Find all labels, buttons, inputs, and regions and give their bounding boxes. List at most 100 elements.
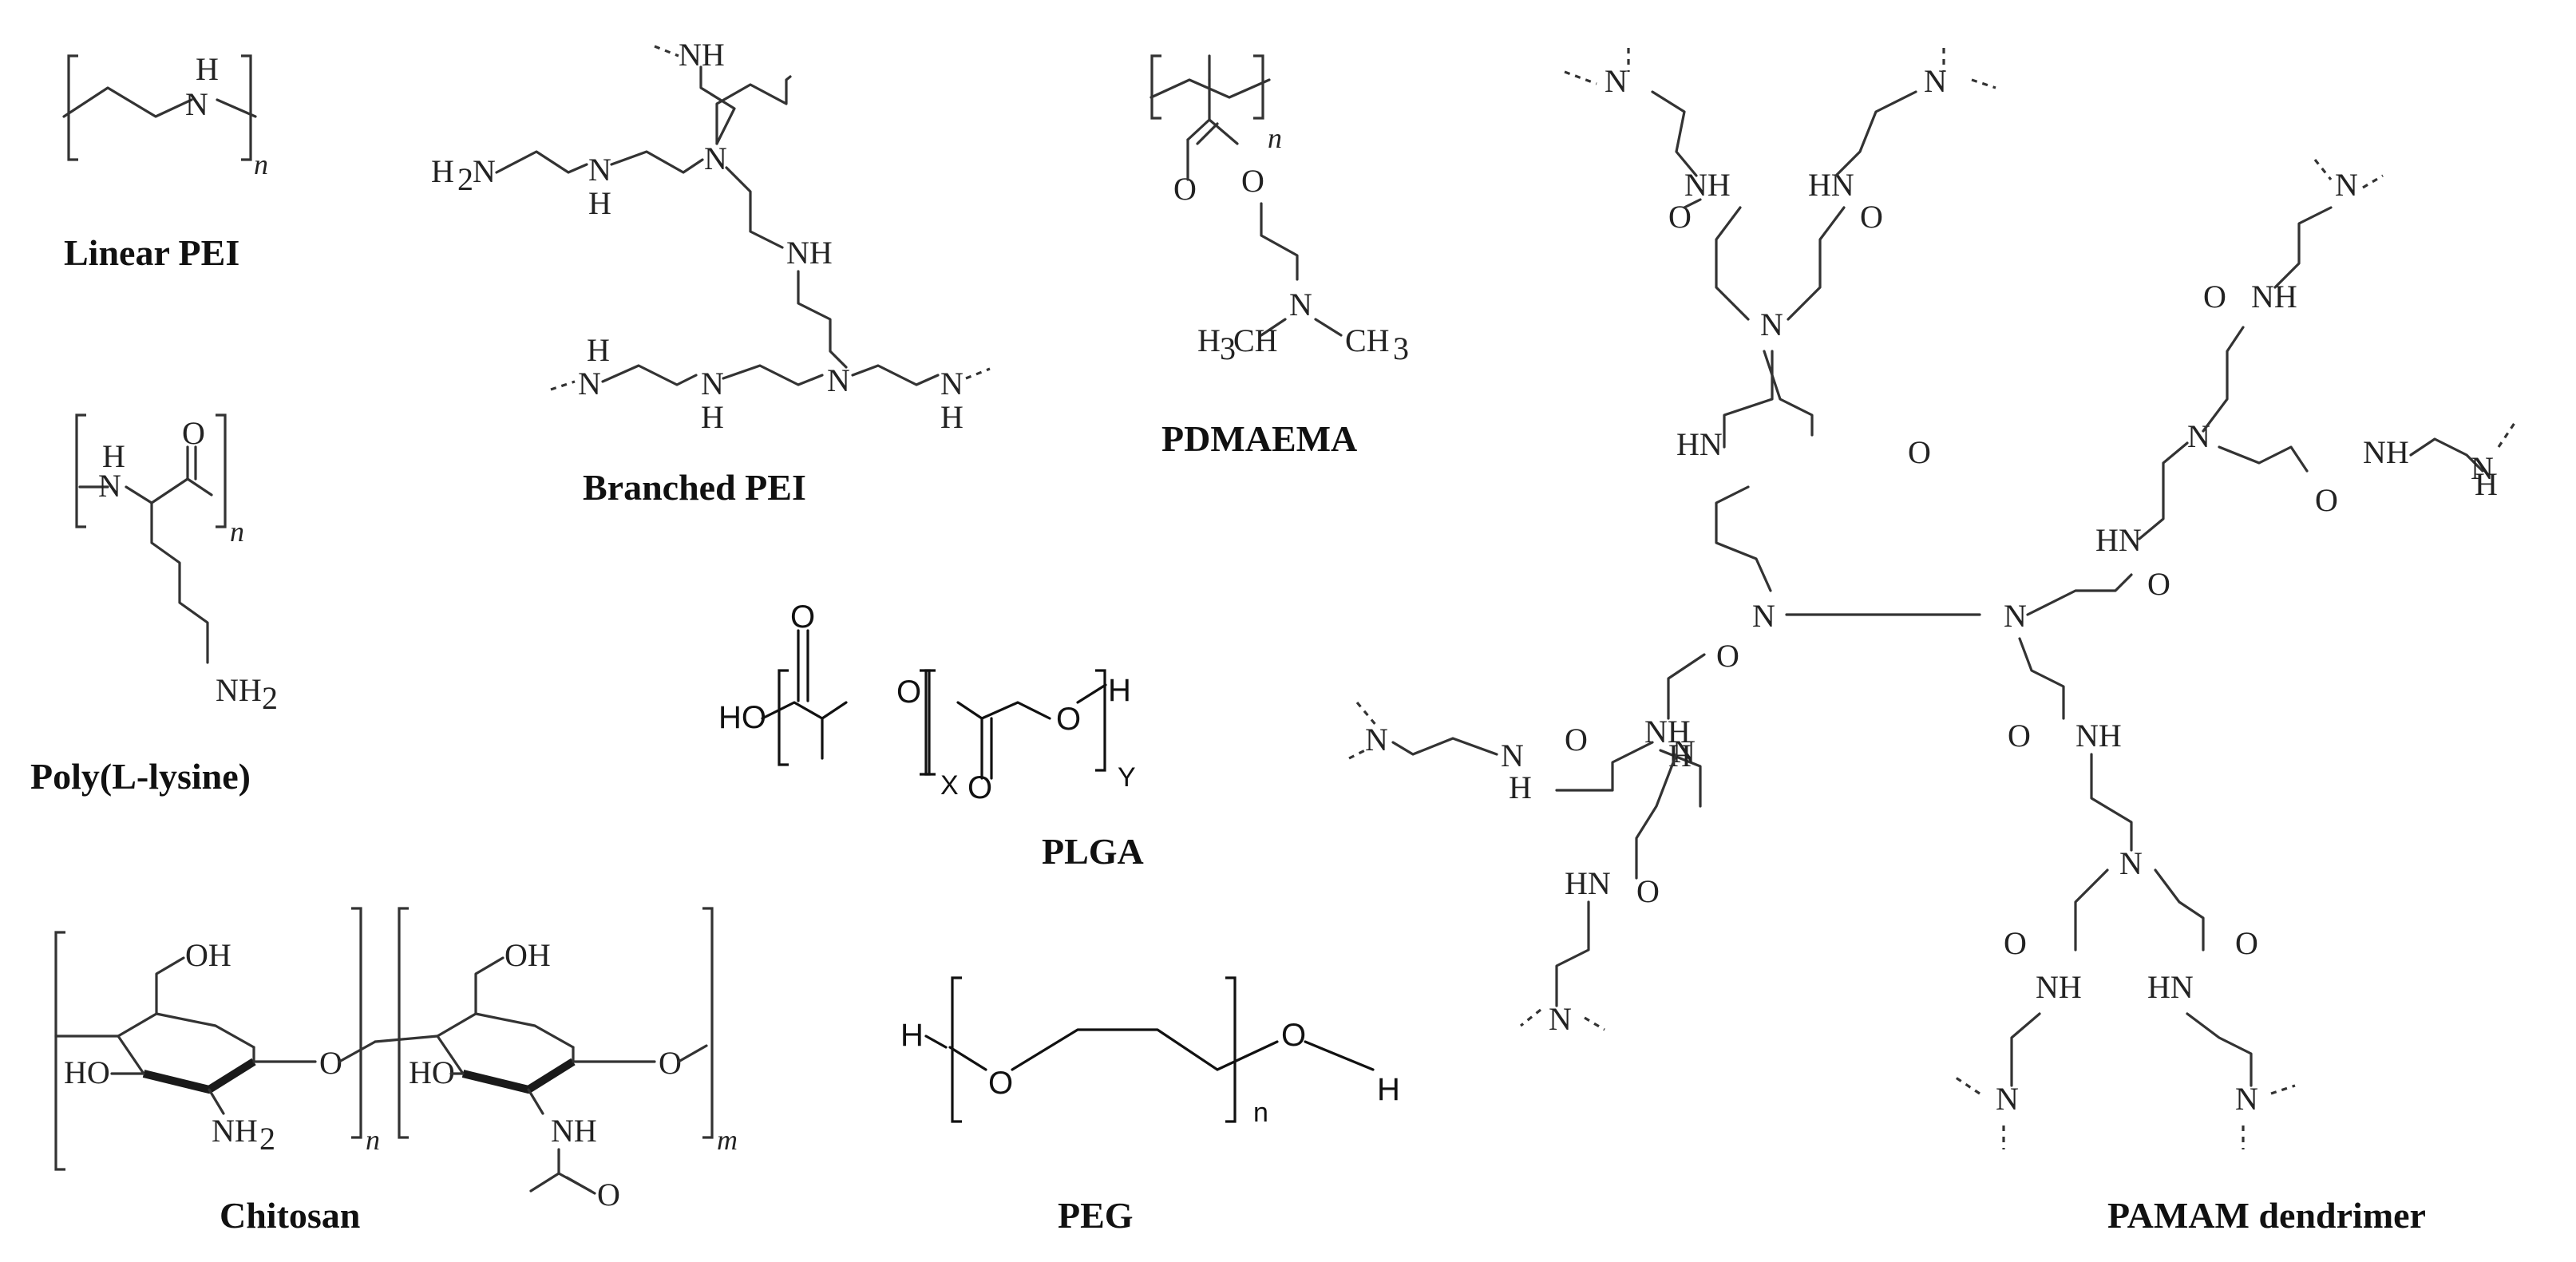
bond <box>725 166 784 249</box>
atom-label: OH <box>185 937 231 973</box>
atom-label: HN <box>1565 865 1611 901</box>
atom-label: H <box>588 185 611 221</box>
bond <box>1391 737 1498 756</box>
atom-label: N <box>704 140 727 176</box>
dashed-bond <box>2270 1084 2296 1095</box>
dashed-bond <box>965 367 991 380</box>
bond <box>474 956 505 1015</box>
atom-label: n <box>230 516 244 548</box>
atom-label: O <box>967 770 992 805</box>
caption-chitosan: Chitosan <box>220 1195 360 1236</box>
bond <box>155 956 185 1015</box>
branched-pei-structure: H 2 N N H N NH NH N H N N H N H Branched… <box>431 37 991 508</box>
bond <box>436 1012 575 1049</box>
atom-label: NH <box>212 1113 258 1149</box>
bond <box>924 1035 948 1049</box>
bond <box>1715 485 1772 592</box>
atom-label: N <box>588 152 611 188</box>
bond <box>1787 206 1846 321</box>
atom-label: N <box>473 153 496 189</box>
atom-label: N <box>1760 307 1783 342</box>
atom-label: 2 <box>262 680 278 716</box>
atom-label: HO <box>718 700 766 735</box>
bond <box>436 1035 465 1075</box>
atom-label: H <box>1108 673 1131 708</box>
bond <box>1304 1040 1375 1071</box>
atom-label: NH <box>551 1113 597 1149</box>
dashed-bond <box>550 380 576 391</box>
bond <box>2202 326 2245 433</box>
atom-label: X <box>940 770 959 801</box>
atom-label: HN <box>2095 522 2142 558</box>
bond <box>1314 318 1343 337</box>
atom-label: O <box>319 1045 342 1081</box>
dashed-bond <box>1584 1016 1605 1031</box>
atom-label: H <box>1377 1072 1400 1107</box>
atom-label: H <box>196 51 219 87</box>
atom-label: NH <box>216 672 262 708</box>
atom-label: N <box>1605 63 1628 99</box>
atom-label: H <box>701 399 724 435</box>
bond <box>956 701 1051 720</box>
bond <box>2026 573 2133 616</box>
plga-structure: HO O O X O O H Y PLGA <box>718 599 1144 872</box>
atom-label: N <box>1365 722 1388 758</box>
atom-label: CH <box>1345 322 1390 358</box>
atom-label: O <box>790 599 815 635</box>
bond <box>495 150 588 174</box>
bracket <box>54 931 65 1171</box>
caption-pdmaema: PDMAEMA <box>1161 418 1357 459</box>
bond <box>851 364 940 386</box>
bond <box>601 364 698 386</box>
bond <box>208 1088 225 1115</box>
atom-label: O <box>597 1177 620 1213</box>
atom-label: H <box>1197 322 1221 358</box>
bond <box>1186 78 1211 141</box>
bond <box>2090 753 2133 852</box>
atom-label: O <box>1716 638 1739 674</box>
bond <box>2018 637 2065 720</box>
atom-label: OH <box>505 937 551 973</box>
atom-label: N <box>2004 598 2027 634</box>
bond <box>1260 202 1299 281</box>
atom-label: m <box>717 1124 738 1156</box>
bond <box>722 364 824 386</box>
atom-label: N <box>2471 450 2494 486</box>
bond <box>2186 1012 2253 1087</box>
atom-label: HN <box>1676 426 1723 462</box>
bond <box>948 1046 987 1071</box>
atom-label: H <box>900 1018 924 1053</box>
atom-label: N <box>578 366 601 402</box>
atom-label: O <box>1241 163 1264 199</box>
bond <box>699 65 736 145</box>
atom-label: N <box>701 366 724 402</box>
dashed-bond <box>2362 174 2384 189</box>
dashed-bond <box>1348 749 1366 760</box>
bond <box>2138 441 2189 540</box>
bond <box>117 1035 145 1075</box>
atom-label: N <box>1752 598 1775 634</box>
atom-label: O <box>1636 873 1660 909</box>
atom-label: HO <box>64 1054 110 1090</box>
atom-label: N <box>1924 63 1947 99</box>
bond <box>565 1176 596 1195</box>
bracket <box>702 907 714 1139</box>
atom-label: H <box>431 153 454 189</box>
bond <box>677 1044 708 1063</box>
bond <box>374 1035 439 1043</box>
wedge-bond <box>461 1058 576 1094</box>
atom-label: NH <box>2036 969 2082 1005</box>
dashed-bond <box>2313 159 2333 180</box>
atom-label: O <box>988 1066 1013 1101</box>
bond <box>1011 1028 1219 1071</box>
bond <box>62 86 193 118</box>
atom-label: HN <box>2147 969 2194 1005</box>
wedge-bond <box>142 1058 256 1094</box>
caption-poly-l-lysine: Poly(L-lysine) <box>30 756 251 797</box>
atom-label: O <box>2004 925 2027 961</box>
atom-label: H <box>940 399 964 435</box>
pamam-dendrimer-structure: N N HN O N O NH N O HN N O NH H N O H N … <box>1348 48 2516 1236</box>
atom-label: NH <box>2075 718 2122 754</box>
atom-label: 3 <box>1393 330 1409 366</box>
